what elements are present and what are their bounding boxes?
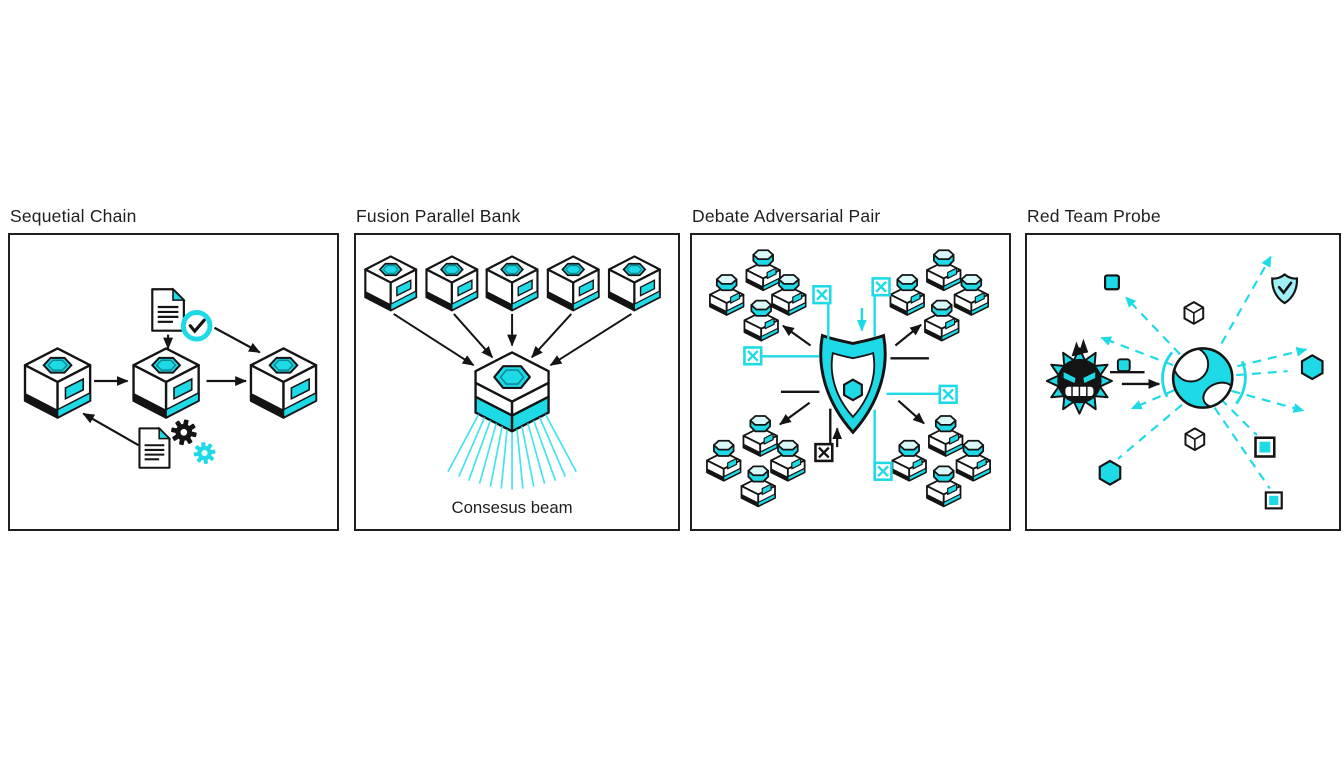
document-icon [151,288,185,332]
check-circle-icon [180,309,213,342]
panel-group-debate-adversarial-pair: Debate Adversarial Pair [690,200,1011,531]
critique-wires-cyan [743,277,958,481]
panel-title: Sequetial Chain [10,206,137,226]
shield-check-icon [1270,273,1299,305]
gear-icon [171,419,197,446]
payload-square-icon [1116,358,1131,373]
panel-title: Fusion Parallel Bank [356,206,521,226]
model-cube-icon [607,255,661,312]
flow-arrow [213,326,261,354]
x-flag-icon [938,384,958,405]
critique-wires-black [779,323,929,463]
agent-cluster-top-right [889,249,990,342]
panel-group-fusion-parallel-bank: Fusion Parallel Bank [354,200,680,531]
model-cube-icon [132,347,200,419]
flow-arrow [779,401,811,426]
consensus-beam-rays [447,414,577,490]
probe-ray-arrow [1220,255,1272,345]
attack-arrow [1109,358,1161,389]
consensus-beam-caption: Consesus beam [451,498,572,517]
square-token-icon [1103,274,1120,291]
flow-arrow [453,313,494,359]
agent-pawn-icon [928,415,964,457]
x-flag-icon [871,277,891,297]
agent-cluster-bottom-right [891,415,991,508]
model-cube-icon [546,255,600,312]
probe-ray [1219,398,1258,437]
agent-cluster-bottom-left [706,415,806,508]
panel-illustration-sequential-chain [23,288,318,469]
target-sphere-icon [1161,347,1247,409]
probe-ray-arrow [1231,389,1305,413]
panel-title: Debate Adversarial Pair [692,206,881,226]
orbit-arc [1161,351,1174,398]
panel-red-team-probe [1025,233,1341,531]
panel-illustration-red-team-probe [1045,255,1324,510]
probe-ray-arrow [1237,346,1308,368]
agent-pawn-icon [742,415,778,457]
probe-ray-arrow [1130,388,1176,410]
attacker-virus-icon [1045,338,1113,415]
panel-illustration-debate-adversarial-pair [706,249,991,508]
model-cube-icon [23,347,92,419]
x-flag-icon [743,346,763,366]
document-icon [138,427,171,469]
x-flag-icon [812,285,832,305]
agent-pawn-icon [926,465,962,508]
hexagon-token-icon [1098,459,1122,486]
fan-in-arrows [393,313,632,367]
die-icon [1183,301,1205,325]
square-token-icon [1264,491,1283,510]
agent-pawn-icon [926,249,962,292]
fusion-prism-icon [474,351,550,433]
probe-ray [1213,407,1271,490]
agent-pawn-icon [740,465,776,508]
panel-title: Red Team Probe [1027,206,1161,226]
panel-sequential-chain [8,233,339,531]
flow-arrow [393,313,475,367]
flow-arrow [549,313,632,367]
model-cube-icon [249,347,318,419]
hexagon-token-icon [1300,354,1324,381]
model-cube-icon [485,255,539,312]
probe-ray [1117,403,1183,460]
agent-pawn-icon [706,439,742,482]
model-cube-icon [425,255,479,312]
flow-arrow [894,323,922,347]
agent-pawn-icon [745,249,781,292]
x-flag-icon [873,461,893,481]
agent-cluster-top-left [709,249,807,342]
panel-group-red-team-probe: Red Team Probe [1025,200,1341,531]
agent-pawn-icon [891,439,927,482]
agent-pawn-icon [709,274,745,316]
square-token-icon [1254,436,1276,458]
model-cube-icon [364,255,418,312]
flow-arrow [782,324,812,347]
flow-arrow [82,412,140,447]
flow-arrow [897,399,925,425]
gear-icon [193,442,216,465]
orbit-arc [1235,360,1247,405]
panel-illustration-fusion-parallel-bank: Consesus beam [364,255,661,517]
judge-shield-icon [819,333,887,435]
panel-debate-adversarial-pair [690,233,1011,531]
probe-ray-arrow [1100,336,1174,367]
die-icon [1184,427,1206,452]
panel-fusion-parallel-bank: Consesus beam [354,233,680,531]
panel-group-sequential-chain: Sequetial Chain [8,200,339,531]
flow-arrow [531,313,572,359]
probe-ray-arrow [1124,296,1181,356]
agent-pawn-icon [924,299,960,342]
x-mark-icon [814,442,834,463]
flow-arrows [82,326,261,447]
agent-pawn-icon [889,274,925,316]
